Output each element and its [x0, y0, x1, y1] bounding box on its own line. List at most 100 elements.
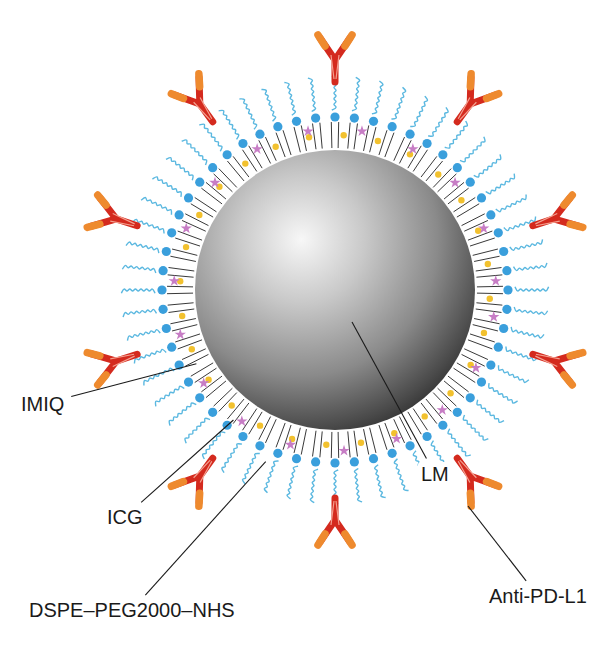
imiq-star: [356, 125, 367, 136]
peg-chain: [222, 444, 242, 473]
lipid-head: [438, 150, 447, 159]
lipid-head: [162, 247, 171, 256]
anti-pd-l1-antibody: [171, 74, 226, 132]
lipid-head: [453, 163, 462, 172]
lipid-head: [486, 360, 495, 369]
peg-chain: [391, 87, 405, 119]
lipid-tail: [364, 429, 369, 454]
icg-dot: [179, 313, 185, 319]
lipid-head: [255, 130, 264, 139]
lipid-head: [494, 228, 503, 237]
icg-dot: [481, 330, 487, 336]
icg-dot: [323, 442, 329, 448]
peg-chain: [354, 469, 362, 502]
icg-dot: [435, 171, 441, 177]
lipid-head: [255, 441, 264, 450]
imiq-star: [198, 377, 209, 388]
antibody-tip: [87, 195, 108, 231]
lipid-tail: [370, 428, 376, 453]
lipid-head: [388, 449, 397, 458]
lipid-head: [494, 343, 503, 352]
lipid-head: [388, 122, 397, 131]
lipid-tail: [313, 431, 316, 457]
anti-pd-l1-antibody: [87, 338, 142, 385]
lipid-head: [208, 408, 217, 417]
lipid-head: [184, 377, 193, 386]
peg-chain: [394, 459, 408, 491]
lipid-head: [405, 441, 414, 450]
antibody-tip: [562, 195, 583, 231]
lipid-tail: [354, 431, 357, 457]
peg-chain: [243, 453, 260, 483]
lipid-tail: [168, 303, 194, 305]
peg-chain: [219, 110, 239, 139]
lipid-head: [453, 408, 462, 417]
lipid-head: [184, 193, 193, 202]
icg-dot: [358, 440, 364, 446]
peg-chain: [515, 287, 549, 291]
imiq-star: [209, 177, 220, 188]
lipid-head: [175, 210, 184, 219]
lipid-tail: [294, 127, 300, 152]
imiq-star: [251, 143, 262, 154]
antibody-tip: [171, 477, 205, 506]
part-label: IMIQ: [18, 392, 67, 416]
leader-line: [145, 462, 265, 596]
lipid-tail: [354, 124, 357, 150]
peg-chain: [372, 81, 383, 114]
lipid-tail: [167, 286, 193, 288]
lipid-tail: [468, 340, 492, 349]
lipid-tail: [438, 388, 457, 406]
lipid-head: [369, 117, 378, 126]
lipid-tail: [477, 286, 503, 288]
anti-pd-l1-antibody: [528, 195, 583, 242]
part-label: ICG: [104, 505, 146, 529]
icg-dot: [340, 132, 346, 138]
lipid-tail: [169, 309, 195, 312]
lipid-head: [157, 285, 166, 294]
anti-pd-l1-antibody: [171, 448, 226, 506]
icg-molecules: [177, 132, 493, 448]
lipid-head: [273, 122, 282, 131]
imiq-star: [478, 222, 489, 233]
imiq-star: [169, 275, 180, 286]
lipid-tail: [227, 399, 244, 419]
peg-chain: [152, 177, 181, 197]
antibody-highlight: [194, 98, 215, 122]
peg-chain: [477, 400, 504, 423]
lipid-head: [422, 139, 431, 148]
icg-dot: [375, 138, 381, 144]
lipid-head: [162, 324, 171, 333]
lipid-head: [422, 432, 431, 441]
lipid-tail: [233, 156, 249, 177]
icg-dot: [272, 144, 278, 150]
lipid-head: [502, 266, 511, 275]
peg-chain: [486, 174, 515, 194]
peg-chain: [489, 383, 518, 403]
lipid-tail: [170, 256, 195, 261]
lipid-head: [167, 228, 176, 237]
lipid-tail: [379, 425, 387, 450]
icg-dot: [196, 212, 202, 218]
peg-chain: [185, 418, 210, 443]
lipid-tail: [338, 432, 340, 458]
antibody-tip: [465, 477, 499, 506]
peg-chain: [182, 140, 207, 165]
lipid-head: [292, 454, 301, 463]
lipid-tail: [320, 431, 322, 457]
lipid-tail: [473, 249, 498, 255]
lipid-tail: [191, 363, 213, 376]
antibody-highlight: [194, 458, 215, 482]
imiq-star: [407, 143, 418, 154]
peg-chain: [122, 265, 155, 273]
icg-dot: [485, 261, 491, 267]
lipid-tail: [454, 368, 476, 382]
peg-chain: [264, 461, 278, 493]
peg-chain: [123, 309, 156, 317]
peg-chain: [284, 82, 295, 115]
antibody-tip: [171, 74, 205, 103]
lipid-head: [369, 454, 378, 463]
imiq-star: [449, 177, 460, 188]
lipid-head: [350, 113, 359, 122]
lipid-head: [167, 343, 176, 352]
